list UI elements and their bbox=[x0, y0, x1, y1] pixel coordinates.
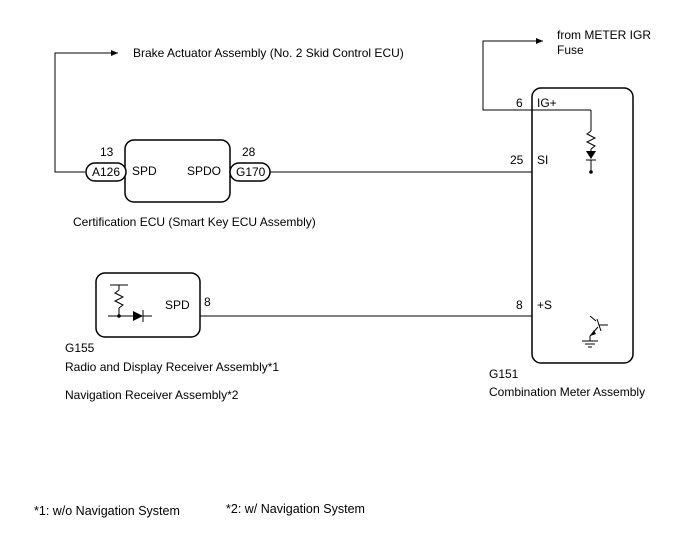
meter-pin-s-num: 8 bbox=[516, 298, 523, 312]
meter-fuse-label-line2: Fuse bbox=[557, 43, 584, 57]
radio-name-label: Radio and Display Receiver Assembly*1 bbox=[65, 360, 279, 374]
meter-code-label: G151 bbox=[489, 367, 519, 381]
meter-pin-igp-name: IG+ bbox=[537, 96, 557, 110]
cert-pin-left-name: SPD bbox=[132, 164, 157, 178]
meter-name-label: Combination Meter Assembly bbox=[489, 385, 645, 399]
brake-actuator-label: Brake Actuator Assembly (No. 2 Skid Cont… bbox=[133, 46, 404, 60]
radio-code-label: G155 bbox=[65, 341, 95, 355]
footnote-1: *1: w/o Navigation System bbox=[34, 504, 180, 518]
meter-pin-s-name: +S bbox=[537, 298, 552, 312]
meter-igr-fuse-wire bbox=[482, 38, 543, 111]
meter-igp-circuit bbox=[532, 109, 597, 174]
radio-internal-circuit bbox=[108, 284, 152, 322]
meter-plus-s-circuit bbox=[582, 315, 608, 348]
meter-pin-si-num: 25 bbox=[510, 153, 524, 167]
radio-pin-name: SPD bbox=[165, 298, 190, 312]
meter-fuse-label-line1: from METER IGR bbox=[557, 28, 651, 42]
connector-a126-label: A126 bbox=[92, 165, 120, 179]
radio-receiver-box bbox=[95, 272, 201, 338]
radio-pin-num: 8 bbox=[204, 295, 211, 309]
cert-pin-left-num: 13 bbox=[100, 145, 114, 159]
certification-ecu-label: Certification ECU (Smart Key ECU Assembl… bbox=[73, 215, 316, 229]
brake-actuator-wire bbox=[54, 50, 118, 173]
cert-pin-right-name: SPDO bbox=[187, 164, 221, 178]
meter-pin-si-name: SI bbox=[537, 153, 548, 167]
combination-meter-box bbox=[531, 87, 634, 364]
meter-pin-igp-num: 6 bbox=[516, 96, 523, 110]
navigation-name-label: Navigation Receiver Assembly*2 bbox=[65, 388, 239, 402]
footnote-2: *2: w/ Navigation System bbox=[226, 502, 365, 516]
connector-a126 bbox=[85, 162, 127, 182]
cert-pin-right-num: 28 bbox=[242, 145, 256, 159]
connector-g170-label: G170 bbox=[236, 165, 266, 179]
